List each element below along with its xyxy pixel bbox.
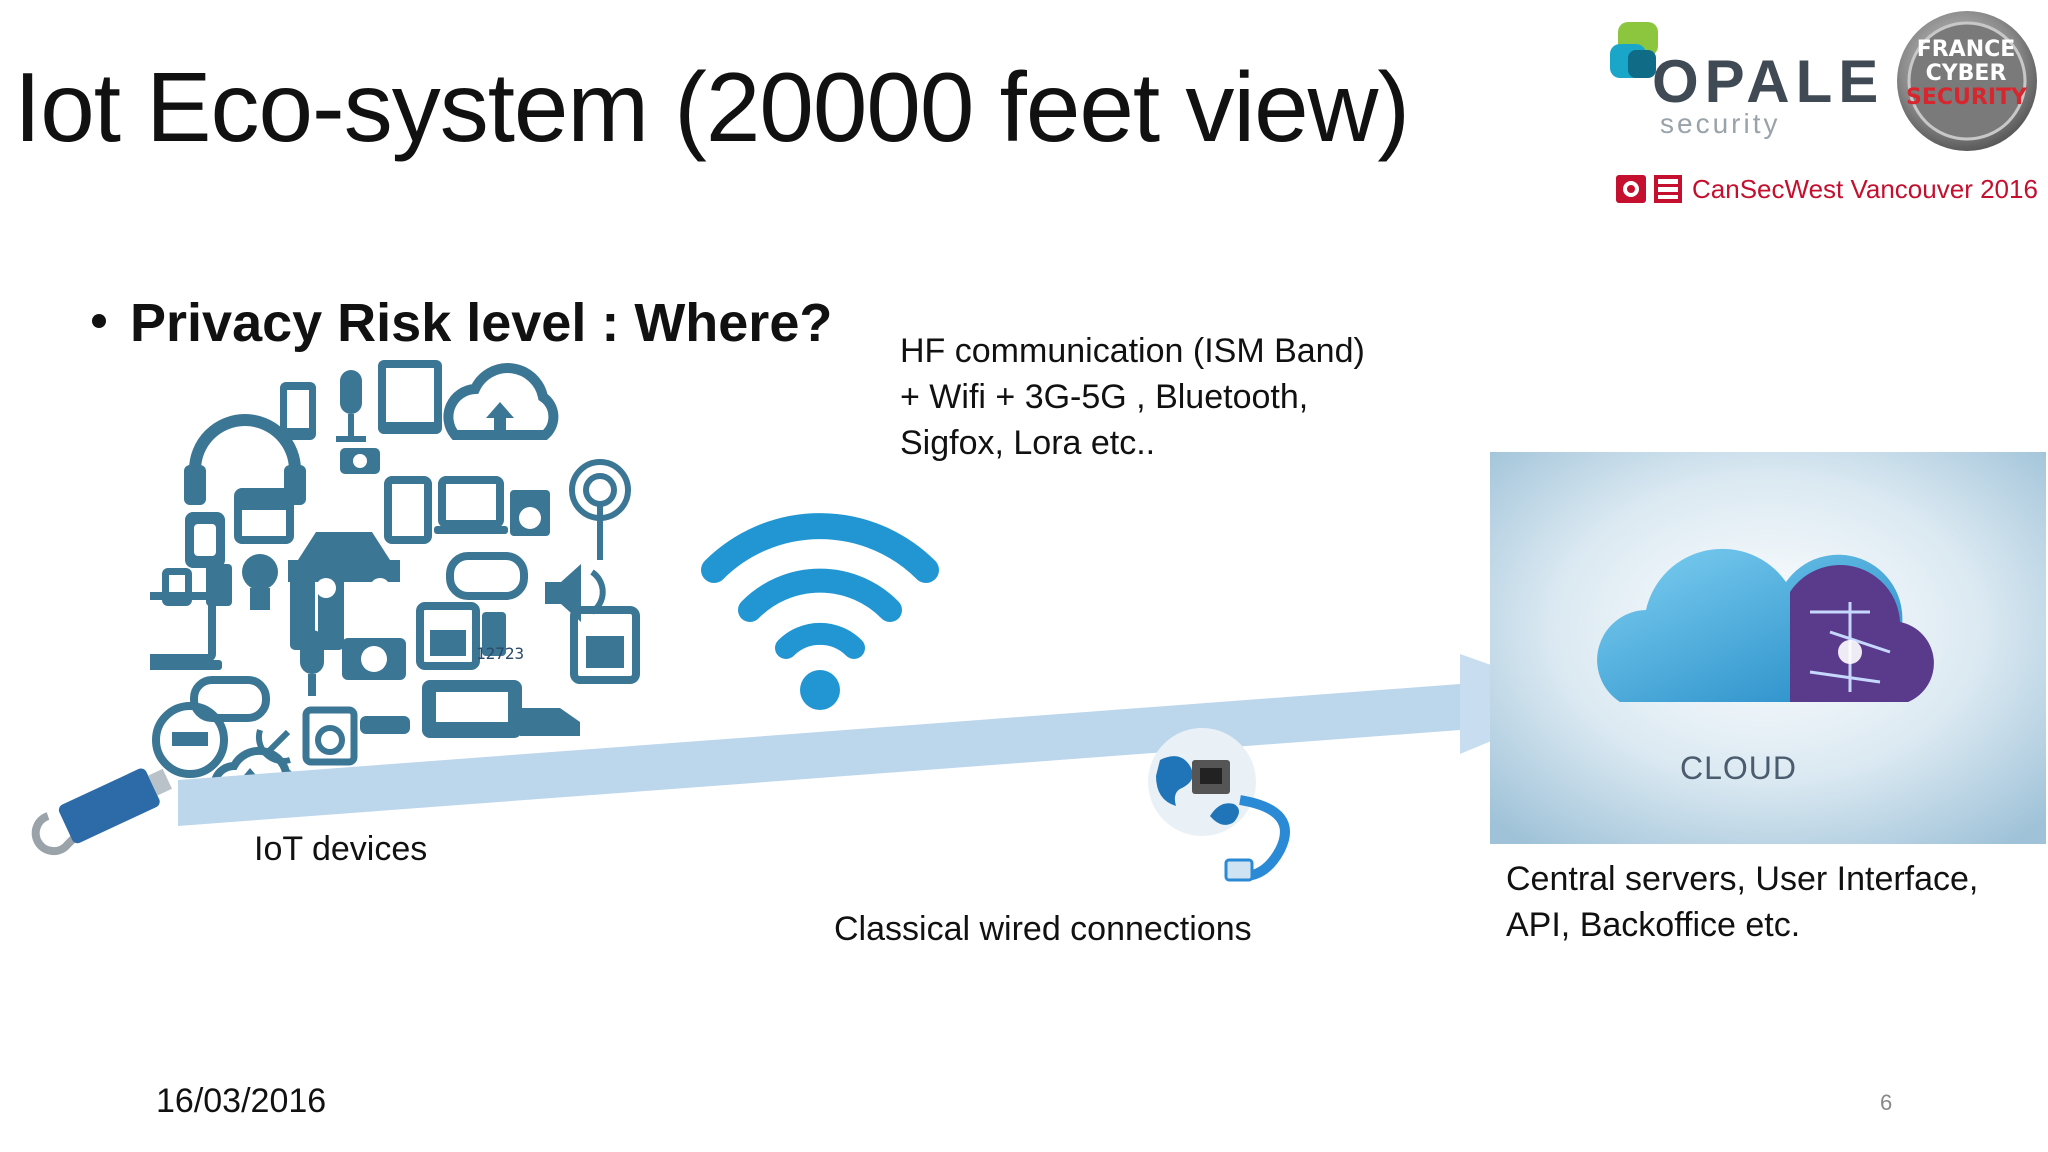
central-servers-caption: Central servers, User Interface, API, Ba… (1506, 860, 1979, 944)
washer-icon (302, 706, 358, 766)
gauge-meter-icon (152, 702, 228, 778)
studio-microphone-icon (300, 630, 324, 696)
cloud-circuit-icon (1597, 548, 1934, 702)
microphone-icon (336, 370, 366, 442)
seal-text: FRANCE CYBER SECURITY (1906, 37, 2027, 110)
hf-communication-caption: HF communication (ISM Band) + Wifi + 3G-… (900, 332, 1365, 462)
desk-phone-icon (234, 488, 294, 544)
stove-icon (570, 606, 640, 684)
remote-icon (360, 716, 410, 734)
cloud-upload-icon (443, 363, 559, 440)
arrow-shaft (178, 684, 1460, 826)
bullet-dot (92, 313, 106, 328)
antenna-icon (569, 459, 631, 560)
power-socket-icon (185, 512, 225, 568)
cloud-panel (1490, 452, 2046, 844)
globe-ethernet-icon (1148, 728, 1290, 882)
slide-title: Iot Eco-system (20000 feet view) (14, 52, 1410, 162)
laptop-wifi-icon (150, 592, 222, 670)
personal-data-usb-icon (31, 768, 172, 856)
seal-line-2: CYBER (1925, 61, 2007, 86)
bullet-point: Privacy Risk level : Where? (92, 296, 832, 350)
slide-number: 6 (1880, 1090, 1893, 1115)
headphones-icon (184, 414, 306, 505)
tablet-icon (378, 360, 442, 434)
opale-logo-tagline: security (1660, 108, 1781, 139)
opale-logo-text: OPALE (1652, 48, 1885, 115)
car-icon (288, 532, 400, 598)
bullet-text: Privacy Risk level : Where? (130, 293, 833, 353)
light-bulb-icon (242, 554, 278, 610)
seal-line-1: FRANCE (1916, 37, 2016, 62)
game-controller-icon (190, 676, 270, 722)
slide-date: 16/03/2016 (156, 1082, 327, 1120)
wired-connections-caption: Classical wired connections (834, 910, 1252, 948)
washing-machine-icon (510, 490, 550, 536)
cloud-label: CLOUD (1680, 750, 1798, 786)
iot-devices-caption: IoT devices (254, 830, 428, 868)
light-switch-icon (384, 476, 432, 544)
conference-name: CanSecWest Vancouver 2016 (1692, 174, 2038, 204)
shoe-icon (520, 708, 580, 736)
digital-meter-icon (422, 680, 522, 738)
cansecwest-logo-icon (1616, 175, 1682, 203)
gamepad-icon (446, 552, 528, 600)
oven-icon (416, 602, 480, 670)
smartwatch-icon (162, 568, 192, 606)
opale-logo-icon (1610, 22, 1658, 78)
photo-camera-icon (342, 638, 406, 680)
france-cyber-security-seal-icon (1897, 11, 2037, 151)
seal-line-3: SECURITY (1906, 85, 2027, 110)
meter-readout: 12723 (476, 644, 525, 663)
data-flow-arrow (178, 654, 1590, 826)
laptop-icon (434, 476, 508, 534)
cellphone-icon (482, 612, 506, 656)
iot-devices-cluster (150, 360, 640, 804)
wifi-icon (701, 513, 939, 710)
